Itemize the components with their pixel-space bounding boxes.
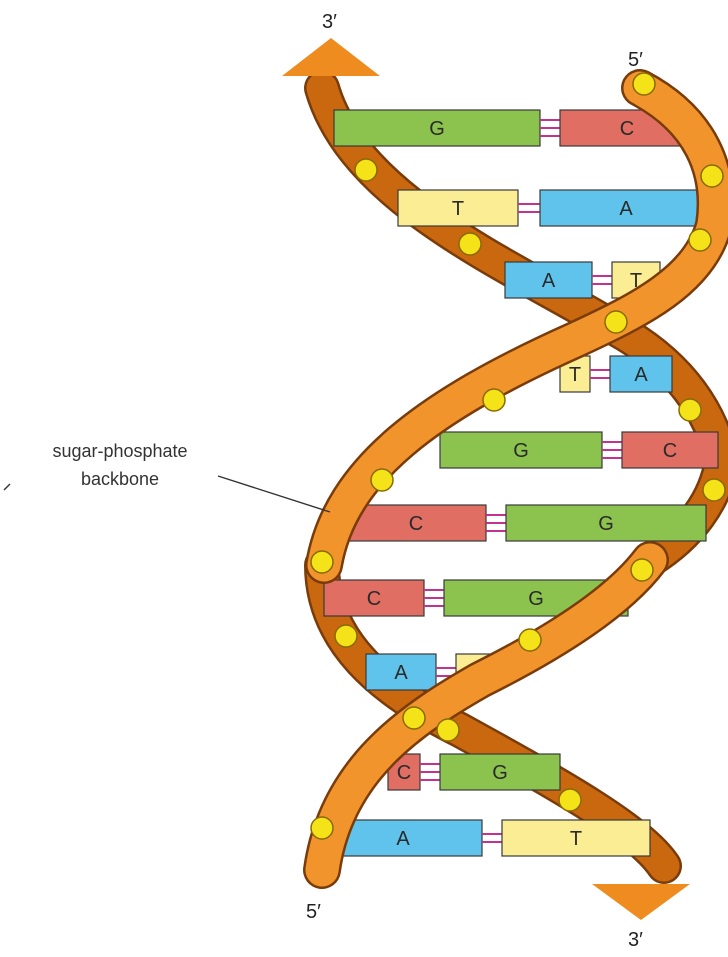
phosphate-dot (437, 719, 459, 741)
top-left-arrow (282, 38, 380, 76)
end-label-bottom-right: 3′ (628, 929, 643, 951)
backbone-label-left-tick (4, 484, 10, 490)
base-letter: A (634, 364, 648, 386)
phosphate-dot (703, 479, 725, 501)
base-letter: G (528, 588, 544, 610)
base-letter: T (570, 828, 582, 850)
phosphate-dot (311, 817, 333, 839)
base-letter: C (663, 440, 677, 462)
phosphate-dot (633, 73, 655, 95)
phosphate-dot (355, 159, 377, 181)
end-label-top-right: 5′ (628, 49, 643, 71)
base-letter: G (513, 440, 529, 462)
phosphate-dot (689, 229, 711, 251)
base-letter: T (452, 198, 464, 220)
phosphate-dot (483, 389, 505, 411)
phosphate-dot (311, 551, 333, 573)
phosphate-dot (403, 707, 425, 729)
backbone-label-line1: sugar-phosphate (52, 441, 187, 461)
phosphate-dot (679, 399, 701, 421)
base-letter: A (396, 828, 410, 850)
phosphate-dot (371, 469, 393, 491)
end-label-bottom-left: 5′ (306, 901, 321, 923)
phosphate-dot (519, 629, 541, 651)
base-letter: A (542, 270, 556, 292)
base-letter: C (409, 513, 423, 535)
phosphate-dot (631, 559, 653, 581)
base-letter: G (492, 762, 508, 784)
backbone-label-line2: backbone (81, 469, 159, 489)
base-letter: C (620, 118, 634, 140)
base-letter: T (569, 364, 581, 386)
base-letter: G (429, 118, 445, 140)
base-letter: C (397, 762, 411, 784)
phosphate-dot (459, 233, 481, 255)
backbone-label-leader-line (218, 476, 330, 512)
base-letter: G (598, 513, 614, 535)
base-letter: C (367, 588, 381, 610)
phosphate-dot (701, 165, 723, 187)
base-letter: A (394, 662, 408, 684)
phosphate-dot (605, 311, 627, 333)
end-label-top-left: 3′ (322, 11, 337, 33)
phosphate-dot (335, 625, 357, 647)
base-letter: A (619, 198, 633, 220)
bottom-right-arrow (592, 884, 690, 920)
phosphate-dot (559, 789, 581, 811)
